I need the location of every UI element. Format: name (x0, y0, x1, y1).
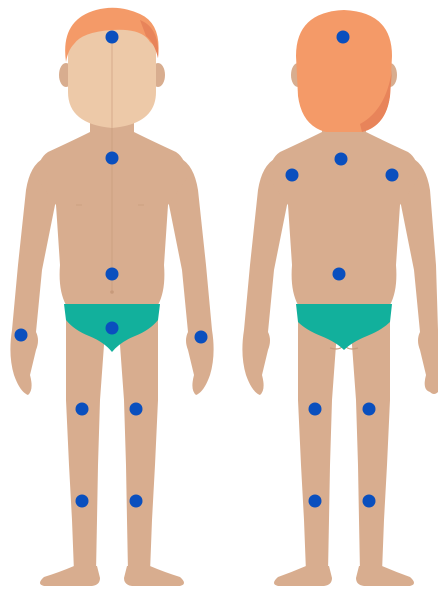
back-left-foot (274, 566, 332, 586)
left-calf-marker[interactable] (309, 495, 322, 508)
right-wrist-marker[interactable] (195, 331, 208, 344)
front-figure (10, 8, 213, 586)
back-right-leg (348, 320, 390, 572)
back-left-leg (298, 320, 340, 572)
front-right-foot (124, 566, 184, 586)
front-right-leg (116, 320, 158, 572)
right-thigh-marker[interactable] (130, 403, 143, 416)
back-right-foot (356, 566, 414, 586)
left-shin-marker[interactable] (76, 495, 89, 508)
left-wrist-marker[interactable] (15, 329, 28, 342)
chest-marker[interactable] (106, 152, 119, 165)
front-left-foot (40, 566, 100, 586)
back-figure (242, 10, 438, 586)
right-shoulder-marker[interactable] (386, 169, 399, 182)
left-back-thigh-marker[interactable] (309, 403, 322, 416)
front-left-leg (66, 320, 108, 572)
front-navel (110, 290, 114, 294)
head-top-marker[interactable] (106, 31, 119, 44)
right-calf-marker[interactable] (363, 495, 376, 508)
abdomen-marker[interactable] (106, 268, 119, 281)
left-thigh-marker[interactable] (76, 403, 89, 416)
groin-marker[interactable] (106, 322, 119, 335)
lower-back-marker[interactable] (333, 268, 346, 281)
right-shin-marker[interactable] (130, 495, 143, 508)
upper-back-marker[interactable] (335, 153, 348, 166)
right-back-thigh-marker[interactable] (363, 403, 376, 416)
left-shoulder-marker[interactable] (286, 169, 299, 182)
head-back-marker[interactable] (337, 31, 350, 44)
